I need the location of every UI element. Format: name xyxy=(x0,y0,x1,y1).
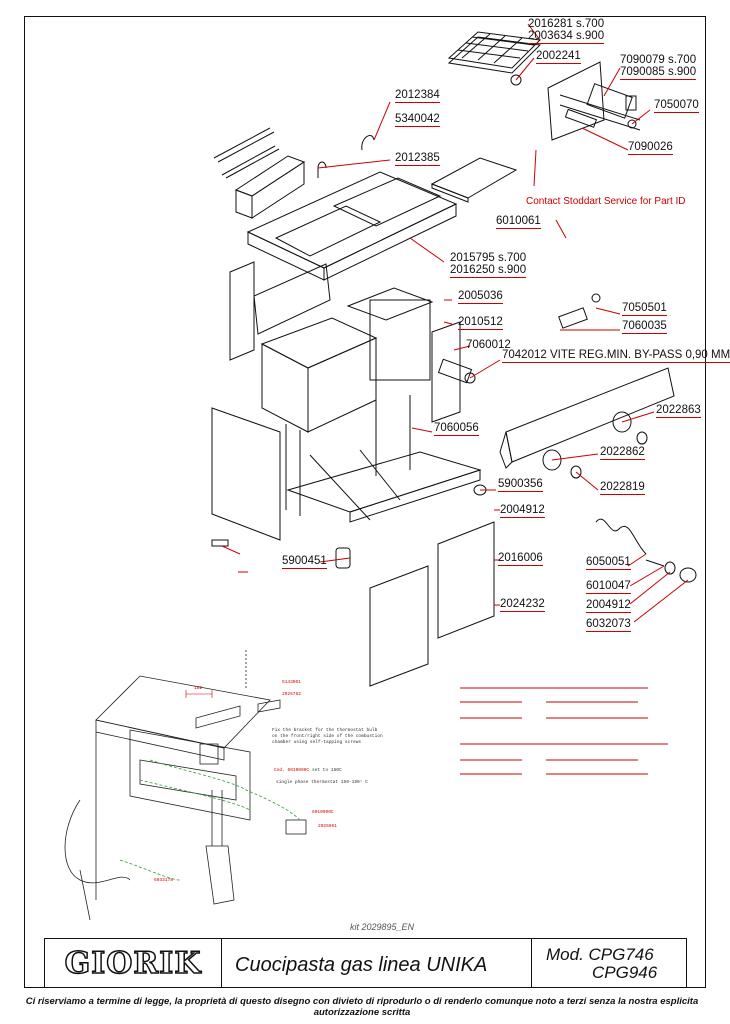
label-2016006: 2016006 xyxy=(498,552,543,566)
knob-part xyxy=(679,567,697,583)
copyright-footer: Ci riserviamo a termine di legge, la pro… xyxy=(25,996,699,1018)
label-6032073: 6032073 xyxy=(586,618,631,632)
title-block: GIORIK Cuocipasta gas linea UNIKA Mod. C… xyxy=(44,938,687,988)
ignition-wire xyxy=(595,518,647,555)
label-7090079: 7090079 s.700 xyxy=(620,54,697,66)
clip-part xyxy=(510,74,522,86)
label-2012385: 2012385 xyxy=(395,152,440,166)
label-6010047: 6010047 xyxy=(586,580,631,594)
thermostat-detail xyxy=(64,650,307,921)
detail-dimension: 182 xyxy=(194,686,203,691)
thermostat-description: single phase thermostat 150-190° C xyxy=(276,780,368,785)
thermocouple xyxy=(361,135,375,151)
label-2022863: 2022863 xyxy=(656,404,701,418)
bracket-note-line-2: on the front/right side of the combustio… xyxy=(272,734,383,739)
detail-dim xyxy=(185,690,213,698)
giorik-logo: GIORIK xyxy=(45,939,222,987)
label-2016281: 2016281 s.700 xyxy=(528,18,605,30)
label-2022819: 2022819 xyxy=(600,481,645,495)
label-2012384: 2012384 xyxy=(395,89,440,103)
label-2002241: 2002241 xyxy=(536,50,581,64)
model-box: Mod. CPG746 CPG946 xyxy=(531,939,687,987)
label-2004912-upper: 2004912 xyxy=(500,504,545,518)
bracket-note-line-1: Fix the bracket for the thermostat bulb xyxy=(272,728,378,733)
detail-part-5: 6033178 xyxy=(154,878,173,883)
label-2022862: 2022862 xyxy=(600,446,645,460)
thermostat-setting: set to 150C xyxy=(312,768,342,773)
side-panel-left xyxy=(211,407,281,541)
worktop xyxy=(246,171,458,281)
bracket-note-line-3: chamber using self-tapping screws xyxy=(272,740,362,745)
ignition-rod xyxy=(645,559,665,567)
model-line-2: CPG946 xyxy=(592,963,658,982)
label-5340042: 5340042 xyxy=(395,113,440,127)
label-7050070: 7050070 xyxy=(654,99,699,113)
kit-code: kit 2029895_EN xyxy=(350,922,415,932)
label-6010061: 6010061 xyxy=(496,215,541,229)
model-line-1: Mod. CPG746 xyxy=(546,945,654,964)
detail-part-2: 2025782 xyxy=(282,692,301,697)
label-7060012: 7060012 xyxy=(466,339,511,351)
label-5900356: 5900356 xyxy=(498,478,543,492)
perforated-plate xyxy=(430,157,518,203)
doors xyxy=(211,521,495,687)
nut-part xyxy=(664,561,676,575)
label-5900451: 5900451 xyxy=(282,555,327,569)
legend-lines xyxy=(460,687,668,775)
burner-assembly xyxy=(547,61,641,141)
label-2005036: 2005036 xyxy=(458,290,503,304)
label-7090085: 7090085 s.900 xyxy=(620,66,697,80)
label-2004912-lower: 2024232 xyxy=(500,598,545,612)
label-7090026: 7090026 xyxy=(628,141,673,155)
detail-part-4: 2025961 xyxy=(318,824,337,829)
label-2024232: 2004912 xyxy=(586,599,631,613)
label-2015795: 2015795 s.700 xyxy=(450,252,527,264)
thermostat-code: Cod. 6010000C xyxy=(274,768,310,773)
side-rods xyxy=(213,127,280,179)
label-2003634: 2003634 s.900 xyxy=(528,30,605,44)
label-2016250: 2016250 s.900 xyxy=(450,264,527,278)
rack-grid xyxy=(447,31,542,74)
label-7060035: 7060035 xyxy=(622,320,667,334)
drip-box xyxy=(234,155,306,219)
thermostat-wiring xyxy=(119,759,301,881)
label-2010512: 2010512 xyxy=(458,316,503,330)
label-contact-service: Contact Stoddart Service for Part ID xyxy=(526,196,686,207)
label-6050051: 6050051 xyxy=(586,556,631,570)
side-panel-right xyxy=(431,321,461,423)
gas-valve xyxy=(437,293,601,384)
label-7042012: 7042012 VITE REG.MIN. BY-PASS 0,90 MM xyxy=(502,349,730,363)
label-7050501: 7050501 xyxy=(622,302,667,316)
detail-part-1: 5143001 xyxy=(282,680,301,685)
detail-part-3: 6010000C xyxy=(312,810,334,815)
main-frame xyxy=(229,261,482,523)
label-7060056: 7060056 xyxy=(434,422,479,436)
tap xyxy=(317,161,327,178)
drawing-title: Cuocipasta gas linea UNIKA xyxy=(235,954,488,976)
control-panel xyxy=(499,367,675,469)
